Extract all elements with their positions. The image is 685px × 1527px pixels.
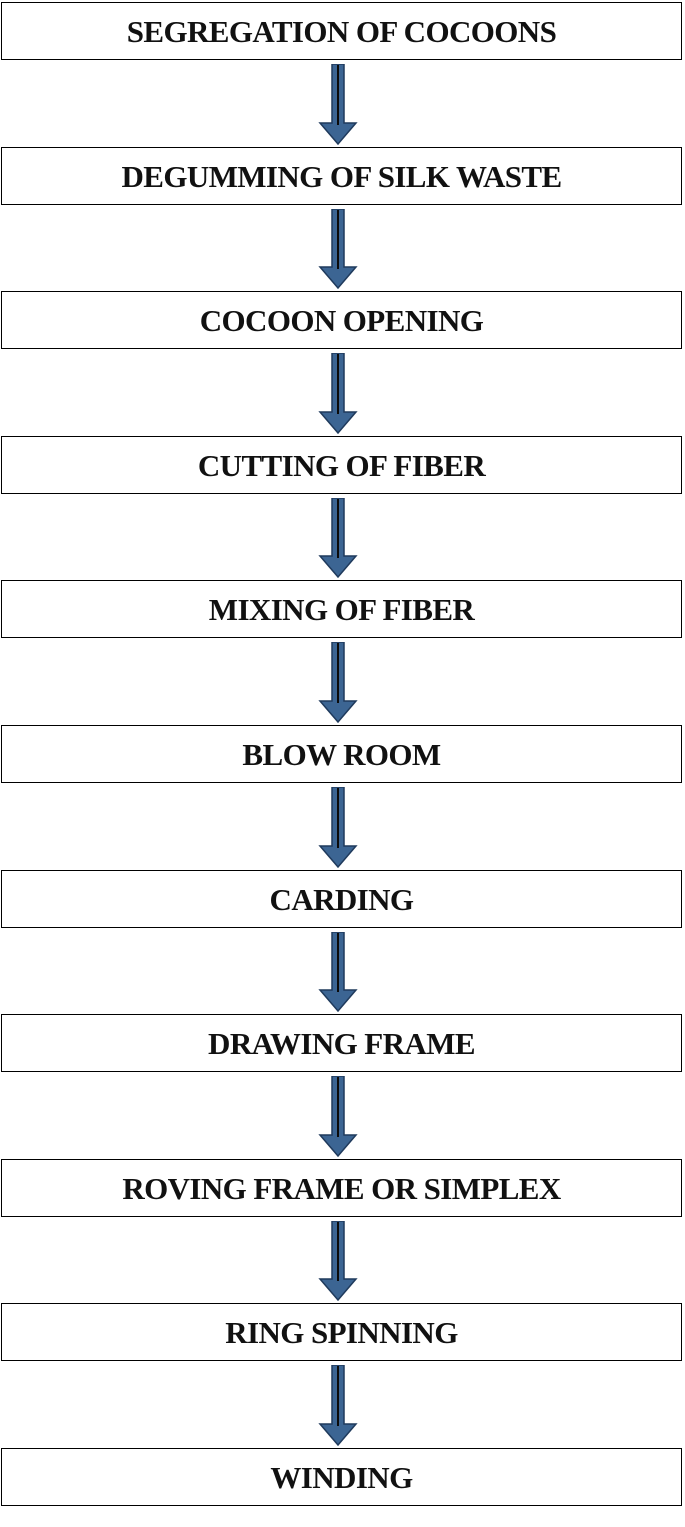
- step-label: ROVING FRAME OR SIMPLEX: [122, 1170, 561, 1206]
- step-box-1: SEGREGATION OF COCOONS: [1, 2, 682, 60]
- down-arrow-icon: [318, 64, 358, 145]
- step-label: MIXING OF FIBER: [208, 591, 475, 627]
- step-box-8: DRAWING FRAME: [1, 1014, 682, 1072]
- down-arrow-icon: [318, 787, 358, 868]
- down-arrow-icon: [318, 209, 358, 289]
- down-arrow-icon: [318, 1076, 358, 1157]
- down-arrow-icon: [318, 1365, 358, 1446]
- step-box-2: DEGUMMING OF SILK WASTE: [1, 147, 682, 205]
- down-arrow-icon: [318, 1221, 358, 1301]
- step-label: CARDING: [269, 881, 415, 917]
- step-box-4: CUTTING OF FIBER: [1, 436, 682, 494]
- step-box-9: ROVING FRAME OR SIMPLEX: [1, 1159, 682, 1217]
- down-arrow-icon: [318, 642, 358, 723]
- step-label: BLOW ROOM: [242, 736, 441, 772]
- step-label: CUTTING OF FIBER: [197, 447, 486, 483]
- step-label: SEGREGATION OF COCOONS: [126, 13, 557, 49]
- step-label: RING SPINNING: [225, 1314, 458, 1350]
- step-box-7: CARDING: [1, 870, 682, 928]
- step-box-6: BLOW ROOM: [1, 725, 682, 783]
- step-box-5: MIXING OF FIBER: [1, 580, 682, 638]
- step-label: DEGUMMING OF SILK WASTE: [121, 158, 562, 194]
- step-box-3: COCOON OPENING: [1, 291, 682, 349]
- step-box-11: WINDING: [1, 1448, 682, 1506]
- down-arrow-icon: [318, 498, 358, 578]
- step-label: DRAWING FRAME: [208, 1025, 475, 1061]
- down-arrow-icon: [318, 353, 358, 434]
- step-box-10: RING SPINNING: [1, 1303, 682, 1361]
- step-label: COCOON OPENING: [199, 302, 484, 338]
- down-arrow-icon: [318, 932, 358, 1012]
- step-label: WINDING: [270, 1459, 413, 1495]
